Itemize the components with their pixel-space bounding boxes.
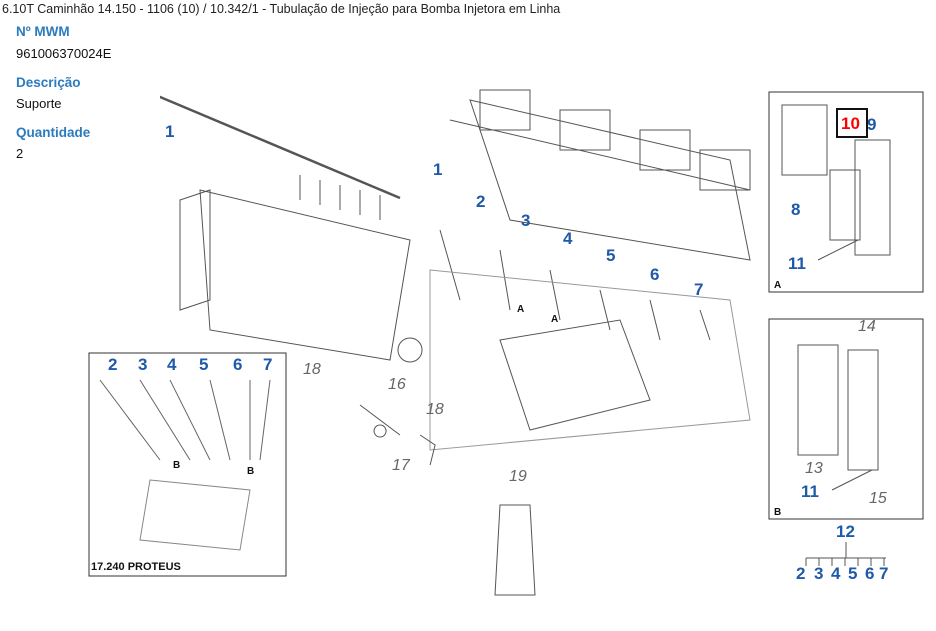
callout[interactable]: 15 [869,490,887,507]
callout[interactable]: 4 [167,355,177,374]
callout[interactable]: 11 [788,254,806,273]
quantity-label: Quantidade [16,125,91,140]
callout[interactable]: 2 [108,355,118,374]
detail-b-frame [768,318,924,520]
callout[interactable]: 5 [848,564,858,583]
callout[interactable]: 6 [650,265,660,284]
inset-caption: 17.240 PROTEUS [91,561,181,573]
callout[interactable]: 13 [805,460,823,477]
engine-head-drawing [449,99,751,261]
view-letter: B [247,466,255,477]
callout[interactable]: 1 [433,160,443,179]
callout[interactable]: 5 [199,355,209,374]
callout[interactable]: 7 [879,564,889,583]
injection-pump-drawing [179,189,411,361]
fuel-return-line [114,76,401,200]
callout[interactable]: 1 [165,122,175,141]
callout[interactable]: 4 [831,564,841,583]
callout[interactable]: 8 [791,200,801,219]
view-letter: A [551,314,559,325]
part-info-panel: Nº MWM 961006370024E Descrição Suporte Q… [10,20,160,188]
quantity-value: 2 [16,146,24,161]
breadcrumb-title: 6.10T Caminhão 14.150 - 1106 (10) / 10.3… [2,2,561,16]
callout[interactable]: 7 [694,280,704,299]
callout[interactable]: 7 [263,355,273,374]
selected-callout-box [836,108,868,138]
part-number-value: 961006370024E [16,46,112,61]
view-letter: A [774,280,782,291]
callout[interactable]: 18 [426,401,444,418]
callout[interactable]: 16 [388,376,406,393]
view-letter: B [173,460,181,471]
callout[interactable]: 6 [865,564,875,583]
union-fitting-drawing [494,504,536,596]
description-label: Descrição [16,75,81,90]
callout[interactable]: 2 [476,192,486,211]
view-letter: B [774,507,782,518]
callout-selected[interactable]: 10 [841,114,860,133]
callout[interactable]: 3 [138,355,148,374]
view-letter: A [517,304,525,315]
callout[interactable]: 14 [858,318,876,335]
callout[interactable]: 11 [801,482,819,501]
callout[interactable]: 18 [303,361,321,378]
part-number-label: Nº MWM [16,24,70,39]
callout[interactable]: 17 [392,457,410,474]
callout[interactable]: 5 [606,246,616,265]
inset-proteus-frame [88,352,287,577]
callout[interactable]: 6 [233,355,243,374]
callout[interactable]: 3 [521,211,531,230]
callout[interactable]: 3 [814,564,824,583]
detail-a-frame [768,91,924,293]
engine-block-drawing [429,269,751,451]
callout[interactable]: 12 [836,522,855,541]
callout[interactable]: 9 [867,115,877,134]
callout[interactable]: 4 [563,229,573,248]
callout[interactable]: 2 [796,564,806,583]
description-value: Suporte [16,96,62,111]
callout[interactable]: 19 [509,468,527,485]
